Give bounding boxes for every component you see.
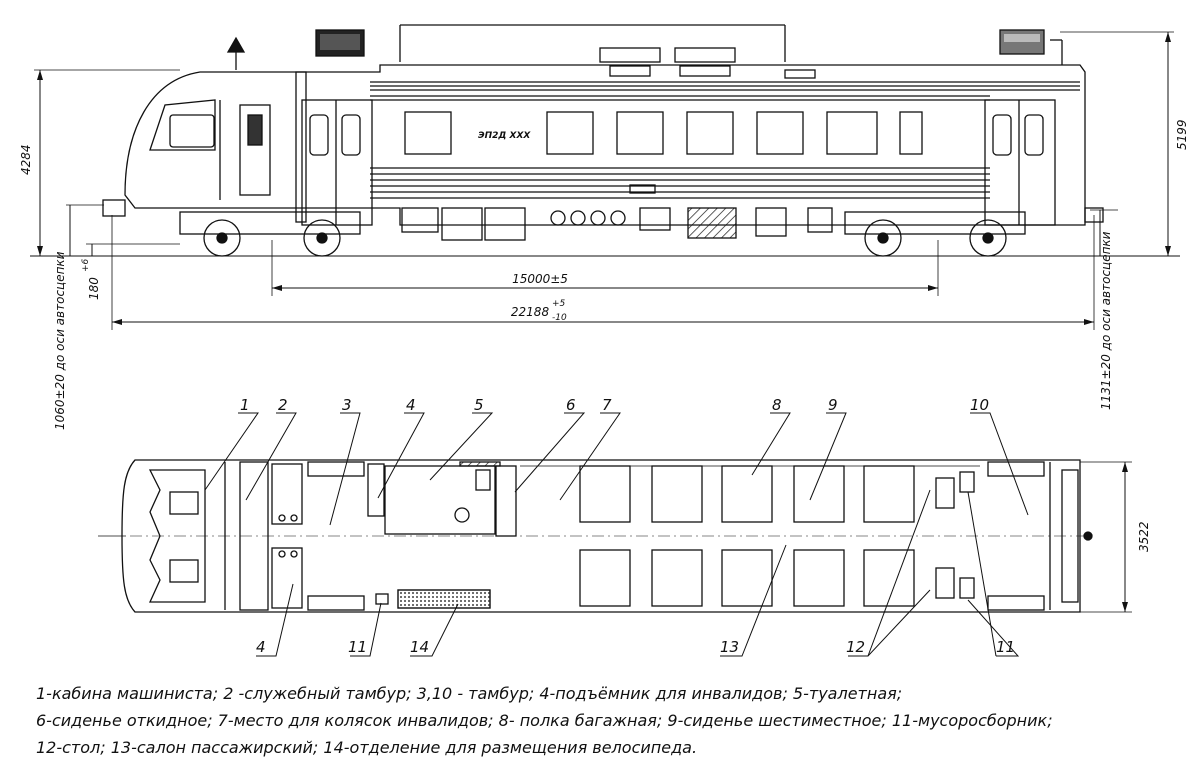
front-bogie	[179, 211, 361, 257]
bicycle-compartment	[397, 589, 491, 609]
underfloor-equipment	[401, 207, 833, 241]
toilet-room	[384, 465, 496, 535]
driver-cab	[148, 462, 226, 610]
legend-line-2: 6-сиденье откидное; 7-место для колясок …	[36, 711, 1053, 730]
legend-line-1: 1-кабина машиниста; 2 -служебный тамбур;…	[36, 684, 903, 703]
callout-bottom-12: 12	[846, 638, 865, 656]
dim-height-rear: 5199	[1175, 119, 1189, 150]
callout-5: 5	[474, 396, 484, 414]
side-windows	[404, 111, 923, 155]
legend-line-3: 12-стол; 13-салон пассажирский; 14-отдел…	[36, 738, 698, 757]
callout-10: 10	[970, 396, 989, 414]
train-label: ЭП2Д XXX	[478, 131, 531, 141]
car-body-outline	[124, 64, 1086, 226]
dim-small-offset-tol: +6	[81, 258, 91, 272]
callout-leaders-bottom	[256, 489, 1020, 657]
callout-6: 6	[566, 396, 576, 414]
front-door	[301, 99, 373, 226]
callout-1: 1	[240, 396, 250, 414]
legend: 1-кабина машиниста; 2 -служебный тамбур;…	[36, 680, 1186, 761]
callout-4: 4	[406, 396, 416, 414]
side-view: ЭП2Д XXX	[30, 24, 1180, 330]
rear-door	[984, 99, 1056, 226]
dim-total-length: 22188	[511, 305, 550, 319]
dim-coupler-rear: 1131±20 до оси автосцепки	[1099, 231, 1113, 410]
dim-bogie-base: 15000±5	[512, 272, 568, 286]
seats-upper	[579, 465, 915, 523]
seats-lower	[579, 549, 915, 607]
dim-total-length-tol-upper: +5	[552, 299, 566, 309]
dim-small-offset: 180	[87, 277, 101, 300]
callout-7: 7	[602, 396, 612, 414]
callout-3: 3	[342, 396, 352, 414]
callout-leaders-top	[204, 412, 1029, 526]
dim-height-front: 4284	[19, 144, 33, 175]
callout-bottom-11b: 11	[996, 638, 1015, 656]
roof-equipment	[226, 24, 1063, 79]
callout-bottom-14: 14	[410, 638, 429, 656]
dim-coupler-front: 1060±20 до оси автосцепки	[53, 251, 67, 430]
callout-bottom-13: 13	[720, 638, 739, 656]
callout-2: 2	[278, 396, 288, 414]
plan-view	[98, 459, 1132, 613]
dim-plan-width: 3522	[1137, 521, 1151, 552]
callout-8: 8	[772, 396, 782, 414]
rear-bogie	[844, 211, 1026, 257]
callout-bottom-4: 4	[256, 638, 266, 656]
callout-9: 9	[828, 396, 838, 414]
plan-outline	[121, 459, 1081, 613]
callout-bottom-11a: 11	[348, 638, 367, 656]
technical-drawing: ЭП2Д XXX	[19, 24, 1189, 657]
dim-total-length-tol-lower: -10	[552, 313, 567, 323]
